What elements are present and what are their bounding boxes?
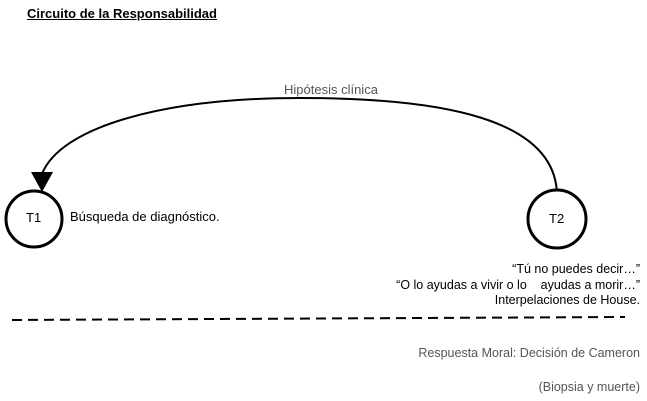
t2-node-circle	[526, 188, 588, 250]
dashed-divider	[11, 316, 626, 321]
t1-node-circle	[4, 189, 64, 249]
diagram-title: Circuito de la Responsabilidad	[27, 6, 217, 21]
t1-node-label: T1	[26, 210, 42, 225]
responsibility-arc	[41, 96, 558, 197]
t1-description: Búsqueda de diagnóstico.	[70, 209, 220, 224]
arc-label: Hipótesis clínica	[284, 82, 378, 97]
footnote: (Biopsia y muerte)	[538, 380, 640, 394]
quote-line-3: Interpelaciones de House.	[494, 293, 640, 307]
arrowhead-icon	[31, 172, 53, 192]
moral-response-label: Respuesta Moral: Decisión de Cameron	[418, 346, 640, 360]
quote-line-2: “O lo ayudas a vivir o lo ayudas a morir…	[396, 278, 640, 292]
t2-node-label: T2	[549, 211, 565, 226]
quote-line-1: “Tú no puedes decir…”	[512, 262, 640, 276]
